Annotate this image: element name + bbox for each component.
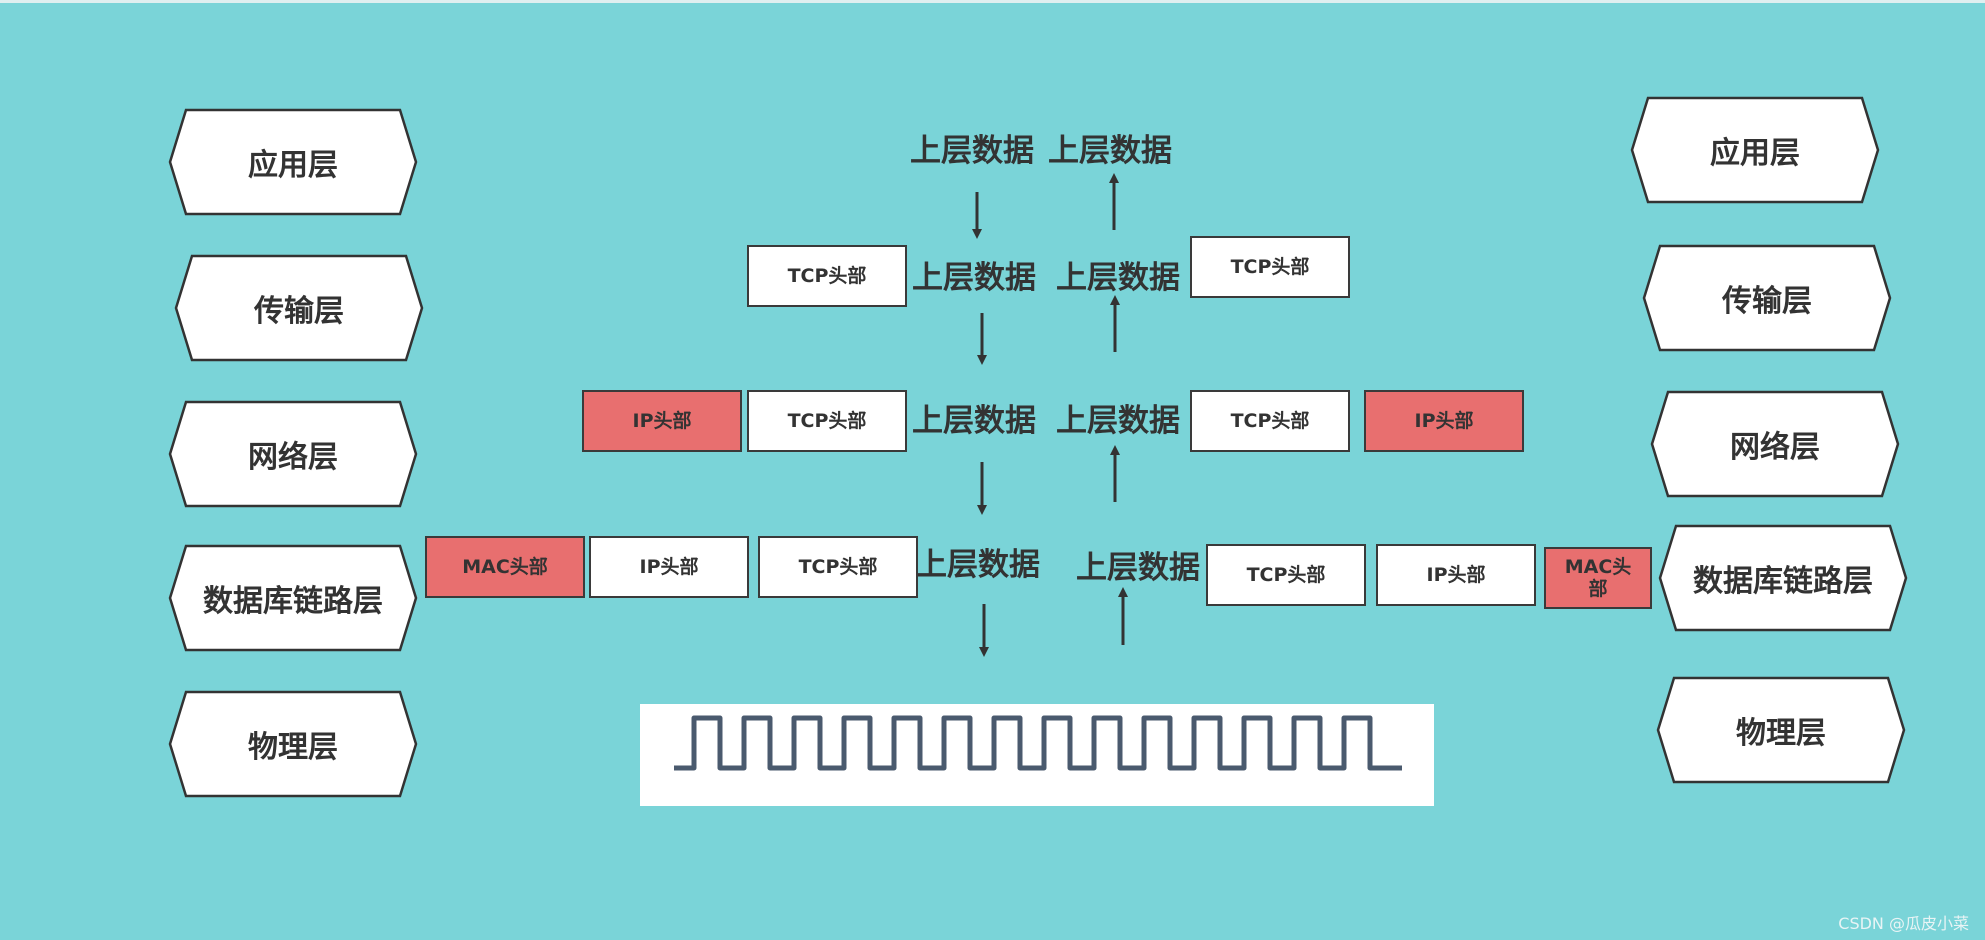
square-wave-signal-icon <box>674 715 1402 771</box>
physical-signal-panel <box>640 704 1434 806</box>
payload-send-datalink: 上层数据 <box>916 547 1040 583</box>
send-transport-tcp-header: TCP头部 <box>747 245 907 307</box>
left-layer-datalink: 数据库链路层 <box>168 544 418 652</box>
left-layer-transport: 传输层 <box>174 254 424 362</box>
right-layer-application: 应用层 <box>1630 96 1880 204</box>
send-network-ip-header: IP头部 <box>582 390 742 452</box>
send-datalink-tcp-header: TCP头部 <box>758 536 918 598</box>
payload-recv-network: 上层数据 <box>1056 403 1180 439</box>
right-layer-transport-label: 传输层 <box>1722 284 1812 319</box>
payload-recv-transport: 上层数据 <box>1056 260 1180 296</box>
payload-send-network: 上层数据 <box>912 403 1036 439</box>
send-datalink-ip-header: IP头部 <box>589 536 749 598</box>
right-layer-network-label: 网络层 <box>1730 430 1820 465</box>
recv-transport-tcp-header: TCP头部 <box>1190 236 1350 298</box>
send-datalink-mac-header: MAC头部 <box>425 536 585 598</box>
right-layer-datalink-label: 数据库链路层 <box>1693 564 1873 599</box>
right-layer-application-label: 应用层 <box>1710 136 1800 171</box>
recv-datalink-mac-header: MAC头 部 <box>1544 547 1652 609</box>
watermark: CSDN @瓜皮小菜 <box>1838 914 1969 933</box>
recv-network-ip-header: IP头部 <box>1364 390 1524 452</box>
right-layer-physical: 物理层 <box>1656 676 1906 784</box>
left-layer-datalink-label: 数据库链路层 <box>203 584 383 619</box>
left-layer-network: 网络层 <box>168 400 418 508</box>
left-layer-physical: 物理层 <box>168 690 418 798</box>
right-layer-datalink: 数据库链路层 <box>1658 524 1908 632</box>
left-layer-physical-label: 物理层 <box>248 730 338 765</box>
right-layer-network: 网络层 <box>1650 390 1900 498</box>
left-layer-application-label: 应用层 <box>248 148 338 183</box>
left-layer-application: 应用层 <box>168 108 418 216</box>
payload-send-application: 上层数据 <box>910 133 1034 169</box>
left-layer-network-label: 网络层 <box>248 440 338 475</box>
recv-datalink-ip-header: IP头部 <box>1376 544 1536 606</box>
right-layer-transport: 传输层 <box>1642 244 1892 352</box>
payload-send-transport: 上层数据 <box>912 260 1036 296</box>
payload-recv-application: 上层数据 <box>1048 133 1172 169</box>
send-network-tcp-header: TCP头部 <box>747 390 907 452</box>
left-layer-transport-label: 传输层 <box>254 294 344 329</box>
recv-network-tcp-header: TCP头部 <box>1190 390 1350 452</box>
payload-recv-datalink: 上层数据 <box>1076 550 1200 586</box>
top-border <box>0 0 1985 3</box>
recv-datalink-tcp-header: TCP头部 <box>1206 544 1366 606</box>
right-layer-physical-label: 物理层 <box>1736 716 1826 751</box>
